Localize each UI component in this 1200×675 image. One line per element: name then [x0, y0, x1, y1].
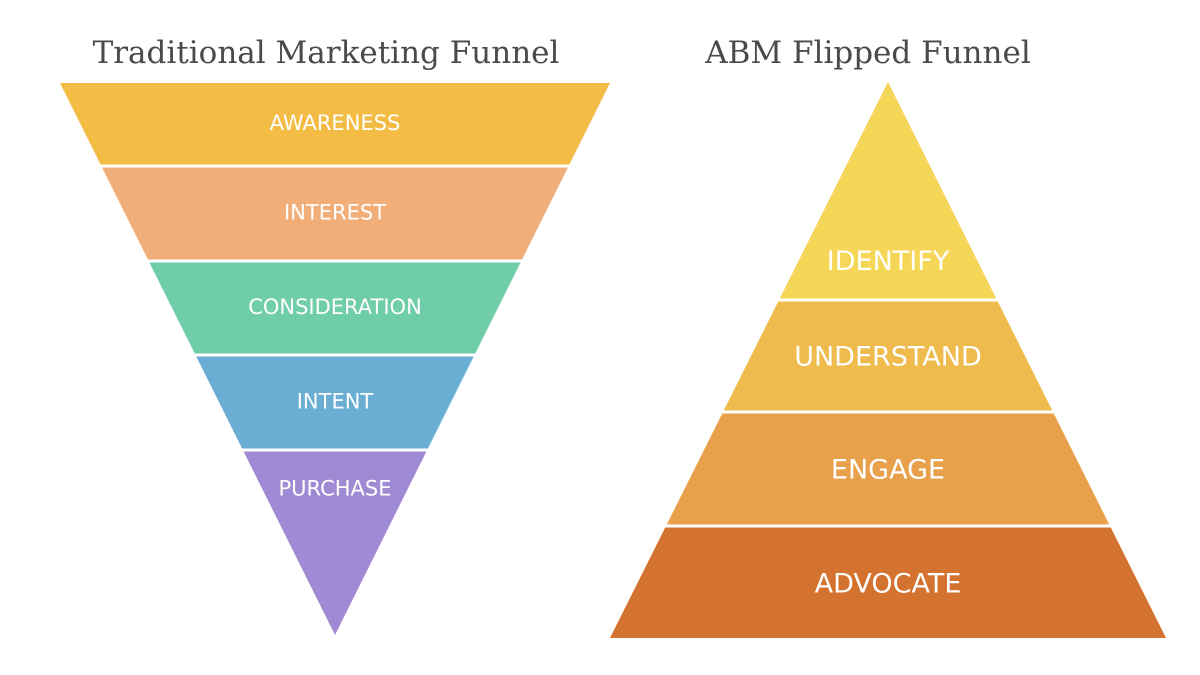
- traditional-funnel-intent-segment: [196, 356, 474, 449]
- abm-funnel-advocate-segment: [610, 527, 1166, 638]
- abm-funnel-identify-label: IDENTIFY: [827, 246, 950, 277]
- abm-funnel-understand-segment: [723, 301, 1053, 411]
- abm-funnel-advocate-label: ADVOCATE: [815, 568, 962, 599]
- traditional-funnel-interest-label: INTEREST: [284, 201, 386, 225]
- traditional-funnel-consideration-label: CONSIDERATION: [248, 295, 422, 319]
- abm-flipped-funnel: IDENTIFY UNDERSTAND ENGAGE ADVOCATE: [610, 82, 1166, 638]
- traditional-funnel-awareness-label: AWARENESS: [270, 111, 401, 135]
- abm-funnel-title: ABM Flipped Funnel: [704, 35, 1031, 71]
- traditional-funnel-purchase-label: PURCHASE: [279, 477, 392, 501]
- traditional-funnel-purchase-segment: [243, 451, 427, 635]
- traditional-funnel-awareness-segment: [60, 83, 610, 165]
- abm-funnel-identify-segment: [779, 82, 997, 299]
- abm-funnel-understand-label: UNDERSTAND: [794, 342, 982, 373]
- abm-funnel-engage-segment: [666, 413, 1110, 525]
- traditional-funnel-interest-segment: [102, 167, 568, 260]
- traditional-funnel-intent-label: INTENT: [297, 390, 374, 414]
- traditional-funnel: AWARENESS INTEREST CONSIDERATION INTENT PURC…: [60, 83, 610, 635]
- traditional-funnel-consideration-segment: [149, 262, 521, 354]
- abm-funnel-engage-label: ENGAGE: [831, 455, 945, 486]
- traditional-funnel-title: Traditional Marketing Funnel: [93, 35, 560, 71]
